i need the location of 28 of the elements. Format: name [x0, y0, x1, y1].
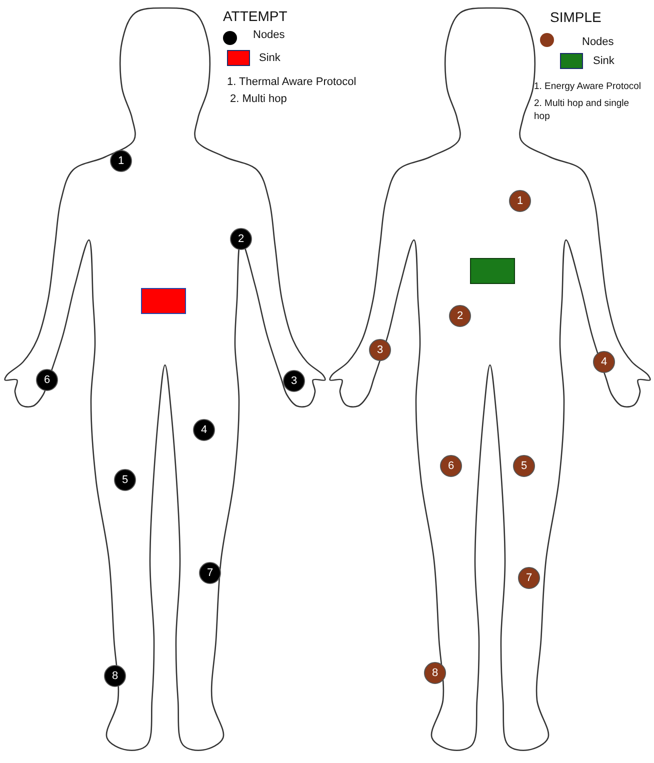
sensor-node: 2	[230, 228, 252, 250]
sensor-node: 7	[518, 567, 540, 589]
legend-label: Sink	[259, 52, 280, 64]
protocol-item: 2. Multi hop and single hop	[534, 97, 630, 123]
sensor-node: 5	[114, 469, 136, 491]
legend-label: Sink	[593, 55, 614, 67]
sensor-node: 8	[104, 665, 126, 687]
sensor-node: 1	[110, 150, 132, 172]
sensor-node: 5	[513, 455, 535, 477]
protocol-item: 2. Multi hop	[230, 93, 287, 106]
legend-label: Nodes	[582, 36, 614, 48]
panel-title: ATTEMPT	[223, 10, 288, 23]
sink-box	[470, 258, 515, 284]
sensor-node: 6	[440, 455, 462, 477]
sensor-node: 1	[509, 190, 531, 212]
sensor-node: 4	[593, 351, 615, 373]
protocol-item: 1. Thermal Aware Protocol	[227, 76, 356, 89]
sink-box	[141, 288, 186, 314]
sensor-node: 3	[369, 339, 391, 361]
sensor-node: 3	[283, 370, 305, 392]
sensor-node: 6	[36, 369, 58, 391]
sensor-node: 7	[199, 562, 221, 584]
sensor-node: 2	[449, 305, 471, 327]
panel-title: SIMPLE	[550, 11, 602, 24]
legend-label: Nodes	[253, 29, 285, 41]
protocol-item: 1. Energy Aware Protocol	[534, 80, 642, 93]
sensor-node: 4	[193, 419, 215, 441]
sensor-node: 8	[424, 662, 446, 684]
